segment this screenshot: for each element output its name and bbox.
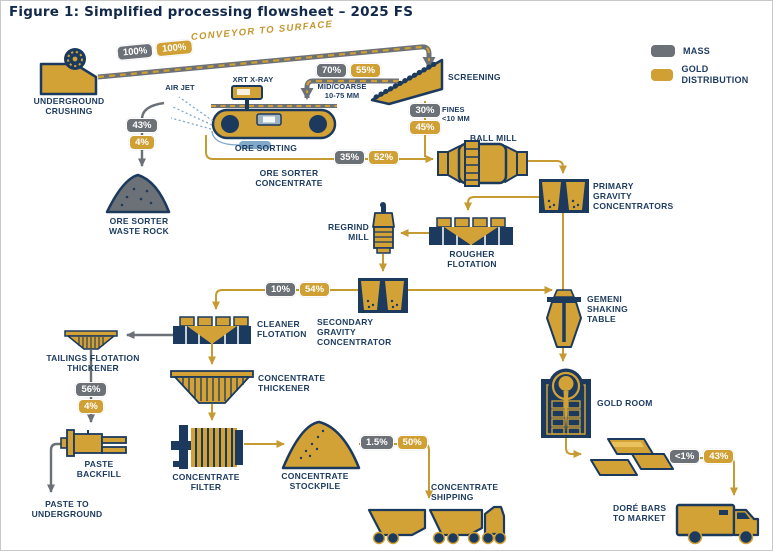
conveyor-to-surface-line bbox=[97, 44, 436, 80]
gold-badge: 4% bbox=[78, 399, 104, 414]
regrind-mill-icon bbox=[372, 202, 395, 254]
air-jet-icon bbox=[170, 96, 214, 130]
label-concentrate-shipping: CONCENTRATE SHIPPING bbox=[431, 482, 499, 503]
pills-flotation-tailings: 56% 4% bbox=[73, 382, 109, 414]
gold-distribution-swatch bbox=[651, 68, 674, 81]
caption-mid-coarse: MID/COARSE 10-75 MM bbox=[317, 82, 367, 100]
line-goldroom-to-dore bbox=[565, 438, 582, 458]
screening-icon bbox=[370, 58, 444, 106]
mass-badge: 56% bbox=[75, 382, 107, 397]
label-screening: SCREENING bbox=[448, 72, 501, 82]
mass-badge: 43% bbox=[126, 118, 158, 133]
figure-title: Figure 1: Simplified processing flowshee… bbox=[9, 4, 414, 20]
cleaner-flotation-icon bbox=[173, 316, 251, 344]
label-gemeni-shaking-table: GEMENI SHAKING TABLE bbox=[587, 294, 628, 325]
gold-room-icon bbox=[541, 368, 591, 438]
label-ore-sorter-waste-rock: ORE SORTER WASTE ROCK bbox=[108, 216, 170, 237]
label-xrt-xray: XRT X-RAY bbox=[232, 75, 274, 84]
legend-mass-label: MASS bbox=[683, 45, 711, 56]
line-secondary-to-cleaner bbox=[212, 289, 358, 310]
label-primary-gravity-concentrators: PRIMARY GRAVITY CONCENTRATORS bbox=[593, 181, 674, 212]
gold-badge: 54% bbox=[299, 282, 331, 297]
paste-backfill-icon bbox=[60, 429, 127, 457]
line-ball-mill-out bbox=[527, 160, 567, 174]
gold-badge: 50% bbox=[396, 435, 428, 450]
ore-sorter-waste-rock-icon bbox=[105, 173, 171, 214]
gold-badge: 45% bbox=[409, 120, 441, 135]
line-ore-sorter-concentrate bbox=[205, 135, 434, 163]
underground-crushing-icon bbox=[39, 48, 98, 96]
xrt-xray-icon bbox=[231, 85, 263, 110]
line-primary-to-rougher bbox=[464, 196, 539, 211]
label-ore-sorting: ORE SORTING bbox=[234, 143, 298, 153]
label-gold-room: GOLD ROOM bbox=[597, 398, 653, 408]
label-rougher-flotation: ROUGHER FLOTATION bbox=[447, 249, 497, 270]
legend: MASS GOLD DISTRIBUTION bbox=[651, 45, 772, 92]
concentrate-filter-icon bbox=[171, 425, 243, 469]
ball-mill-icon bbox=[437, 140, 528, 187]
pills-ore-sorter-concentrate: 35% 52% bbox=[334, 150, 400, 165]
label-cleaner-flotation: CLEANER FLOTATION bbox=[257, 319, 307, 340]
pills-dore-to-market: <1% 43% bbox=[669, 449, 735, 464]
legend-gold-row: GOLD DISTRIBUTION bbox=[651, 64, 772, 85]
dore-truck-icon bbox=[675, 503, 760, 545]
label-secondary-gravity-concentrator: SECONDARY GRAVITY CONCENTRATOR bbox=[317, 317, 392, 348]
legend-mass-row: MASS bbox=[651, 45, 772, 57]
line-paste-out bbox=[47, 442, 63, 493]
pills-mid-coarse: 70% 55% bbox=[316, 63, 382, 78]
label-underground-crushing: UNDERGROUND CRUSHING bbox=[33, 96, 105, 117]
label-paste-to-underground: PASTE TO UNDERGROUND bbox=[31, 499, 103, 520]
secondary-gravity-concentrator-icon bbox=[358, 278, 408, 313]
line-stockpile-to-truck bbox=[359, 443, 433, 499]
gold-badge: 43% bbox=[703, 449, 735, 464]
tailings-flotation-thickener-icon bbox=[64, 330, 118, 350]
label-dore-bars-to-market: DORÉ BARS TO MARKET bbox=[613, 503, 667, 524]
mass-swatch bbox=[651, 45, 675, 57]
gold-badge: 4% bbox=[129, 135, 155, 150]
concentrate-thickener-icon bbox=[170, 370, 254, 404]
legend-gold-label: GOLD DISTRIBUTION bbox=[681, 64, 749, 85]
gold-badge: 52% bbox=[368, 150, 400, 165]
pills-fines: 30% 45% bbox=[405, 103, 445, 135]
mass-badge: 1.5% bbox=[360, 435, 394, 450]
dore-bars-icon bbox=[590, 438, 674, 476]
label-ball-mill: BALL MILL bbox=[470, 133, 517, 143]
ore-sorting-icon bbox=[211, 104, 337, 149]
mass-badge: 30% bbox=[409, 103, 441, 118]
mass-badge: 70% bbox=[316, 63, 348, 78]
caption-ore-sorter-concentrate: ORE SORTER CONCENTRATE bbox=[255, 168, 323, 189]
gemeni-shaking-table-icon bbox=[546, 289, 582, 348]
concentrate-stockpile-icon bbox=[281, 420, 361, 470]
primary-gravity-concentrators-icon bbox=[539, 179, 589, 213]
pills-cleaner-feed: 10% 54% bbox=[265, 282, 331, 297]
concentrate-shipping-truck-icon bbox=[367, 505, 507, 545]
mass-badge: 10% bbox=[265, 282, 297, 297]
rougher-flotation-icon bbox=[429, 217, 513, 245]
caption-fines: FINES <10 MM bbox=[442, 105, 470, 123]
label-tailings-flotation-thickener: TAILINGS FLOTATION THICKENER bbox=[46, 353, 140, 374]
mid-coarse-conveyor-line bbox=[300, 78, 399, 100]
gold-badge: 55% bbox=[350, 63, 382, 78]
pills-ore-sorter-waste: 43% 4% bbox=[124, 118, 160, 150]
label-concentrate-thickener: CONCENTRATE THICKENER bbox=[258, 373, 326, 394]
pills-concentrate-to-shipping: 1.5% 50% bbox=[360, 435, 428, 450]
label-concentrate-filter: CONCENTRATE FILTER bbox=[172, 472, 240, 493]
label-regrind-mill: REGRIND MILL bbox=[328, 222, 369, 243]
label-air-jet: AIR JET bbox=[165, 83, 195, 92]
mass-badge: <1% bbox=[669, 449, 701, 464]
mass-badge: 35% bbox=[334, 150, 366, 165]
label-concentrate-stockpile: CONCENTRATE STOCKPILE bbox=[281, 471, 349, 492]
label-paste-backfill: PASTE BACKFILL bbox=[76, 459, 122, 480]
